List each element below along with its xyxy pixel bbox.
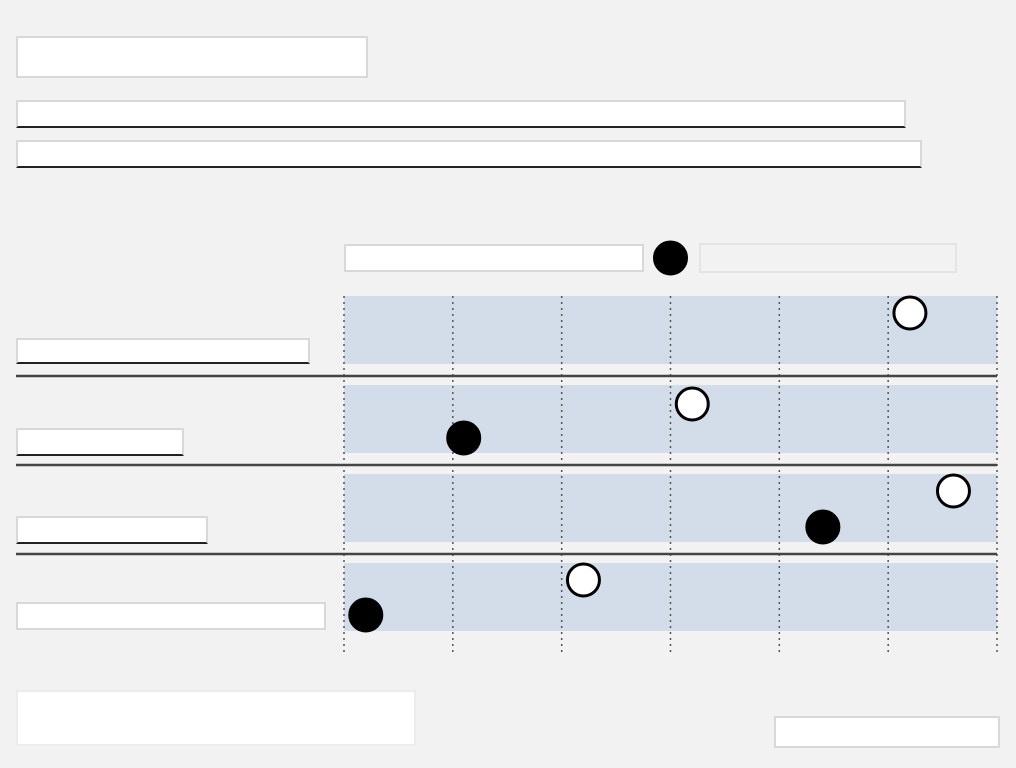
category-label-3 [16, 516, 208, 544]
chart-subtitle-line-2 [16, 140, 922, 168]
open-marker-2 [674, 386, 710, 422]
legend [699, 243, 957, 273]
filled-marker-3 [805, 509, 841, 545]
filled-marker-4 [348, 597, 384, 633]
chart-subtitle-line-1 [16, 100, 906, 128]
open-marker-3 [935, 473, 971, 509]
category-label-4 [16, 602, 326, 630]
open-marker-4 [565, 562, 601, 598]
open-marker-1 [892, 295, 928, 331]
filled-marker-2 [446, 420, 482, 456]
data-markers [348, 240, 971, 633]
category-label-2 [16, 428, 184, 456]
filled-marker-1 [653, 240, 688, 276]
legend-box [699, 243, 957, 273]
category-separators [16, 374, 997, 556]
category-band-2 [344, 385, 997, 453]
category-band-1 [344, 296, 997, 364]
source-note [16, 690, 416, 746]
category-bands [344, 296, 997, 631]
legend-label [344, 244, 644, 272]
footer-credit [774, 716, 1000, 748]
chart-title [16, 36, 368, 78]
category-label-1 [16, 338, 310, 364]
